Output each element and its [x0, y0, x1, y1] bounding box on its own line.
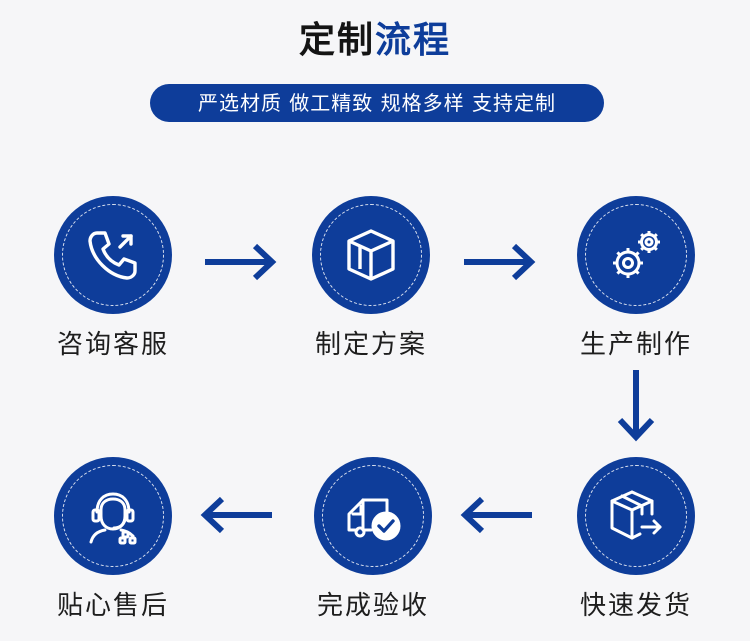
step-circle: [54, 457, 172, 575]
package-shipping-icon: [610, 490, 662, 540]
phone-call-icon: [88, 231, 137, 280]
step-circle: [312, 196, 430, 314]
title-blue-part: 流程: [375, 20, 452, 61]
step-label: 咨询客服: [56, 330, 169, 360]
step-label: 制定方案: [314, 330, 427, 360]
step-circle: [577, 457, 695, 575]
title-dark-part: 定制: [298, 20, 375, 61]
page-title: 定制流程: [0, 18, 750, 64]
step-label: 快速发货: [579, 591, 692, 621]
truck-check-icon: [347, 498, 401, 541]
box-icon: [347, 229, 395, 281]
arrow-left-icon: [460, 496, 532, 534]
step-circle: [577, 196, 695, 314]
step-circle: [314, 457, 432, 575]
subtitle-banner: 严选材质 做工精致 规格多样 支持定制: [150, 84, 604, 122]
step-label: 贴心售后: [56, 591, 169, 621]
step-circle: [54, 196, 172, 314]
arrow-right-icon: [205, 243, 277, 281]
step-after-sales: 贴心售后: [23, 457, 203, 623]
step-plan: 制定方案: [281, 196, 461, 362]
gears-icon: [613, 231, 660, 278]
arrow-left-icon: [200, 496, 272, 534]
step-acceptance: 完成验收: [283, 457, 463, 623]
step-shipping: 快速发货: [546, 457, 726, 623]
arrow-down-icon: [617, 370, 655, 442]
headset-support-icon: [89, 492, 137, 545]
step-label: 完成验收: [316, 591, 429, 621]
arrow-right-icon: [464, 243, 536, 281]
step-production: 生产制作: [546, 196, 726, 362]
step-consult: 咨询客服: [23, 196, 203, 362]
step-label: 生产制作: [579, 330, 692, 360]
